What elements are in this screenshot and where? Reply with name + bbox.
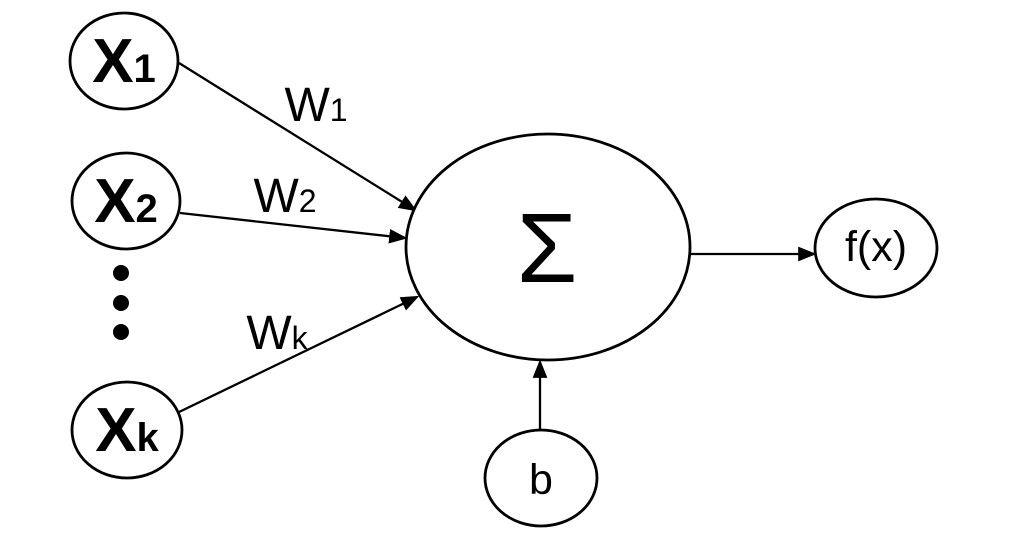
node-sum-ellipse xyxy=(404,132,692,362)
node-x2-label: X2 xyxy=(94,167,158,236)
edge-w1-arrow xyxy=(178,62,418,212)
node-x1-circle xyxy=(68,11,180,111)
ellipsis-dots xyxy=(113,265,129,340)
label-w2: W2 xyxy=(253,170,316,223)
node-sum: Σ xyxy=(404,132,692,362)
node-bias-label: b xyxy=(529,456,553,504)
edge-wk-arrow xyxy=(176,295,420,415)
label-wk: Wk xyxy=(246,307,308,360)
node-output-label: f(x) xyxy=(845,223,907,271)
node-x1: X1 xyxy=(68,11,180,111)
node-x2: X2 xyxy=(70,151,182,251)
node-x1-label: X1 xyxy=(92,27,156,96)
node-bias-circle xyxy=(483,428,599,528)
node-bias: b xyxy=(483,428,599,528)
sigma-symbol: Σ xyxy=(517,193,578,303)
ellipsis-dot xyxy=(113,324,129,340)
node-output-circle xyxy=(813,197,939,299)
node-xk-label: Xk xyxy=(95,396,159,465)
label-w1: W1 xyxy=(284,79,347,132)
node-x2-circle xyxy=(70,151,182,251)
node-xk-circle xyxy=(70,380,184,480)
edge-w2-arrow xyxy=(179,211,408,244)
ellipsis-dot xyxy=(113,295,129,311)
ellipsis-dot xyxy=(113,265,129,281)
node-xk: Xk xyxy=(70,380,184,480)
node-output: f(x) xyxy=(813,197,939,299)
